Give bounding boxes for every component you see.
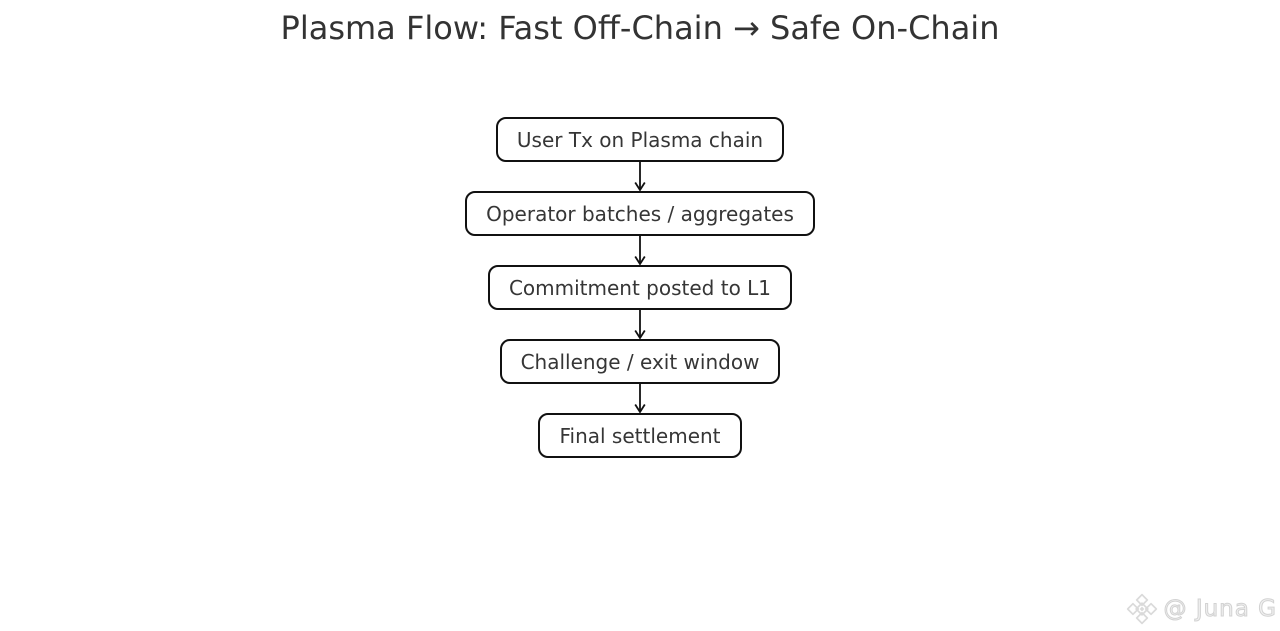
bnb-diamond-icon xyxy=(1126,593,1157,625)
flow-arrow-down-icon xyxy=(634,162,646,191)
flow-node-2: Operator batches / aggregates xyxy=(465,191,815,236)
flow-node-label: Challenge / exit window xyxy=(520,349,760,374)
flow-node-5: Final settlement xyxy=(538,413,742,458)
flow-node-label: Operator batches / aggregates xyxy=(486,201,794,226)
watermark-handle: @ Juna G xyxy=(1163,596,1277,623)
flow-node-label: Commitment posted to L1 xyxy=(508,275,772,300)
flow-arrow-down-icon xyxy=(634,310,646,339)
watermark: @ Juna G xyxy=(1125,592,1277,626)
diagram-title: Plasma Flow: Fast Off-Chain → Safe On-Ch… xyxy=(280,9,1000,47)
flow-node-label: Final settlement xyxy=(559,423,721,448)
flow-node-3: Commitment posted to L1 xyxy=(487,265,793,310)
flow-node-1: User Tx on Plasma chain xyxy=(495,117,785,162)
flow-arrow-down-icon xyxy=(634,384,646,413)
flow-node-label: User Tx on Plasma chain xyxy=(516,127,764,152)
flow-arrow-down-icon xyxy=(634,236,646,265)
flow-node-4: Challenge / exit window xyxy=(499,339,781,384)
